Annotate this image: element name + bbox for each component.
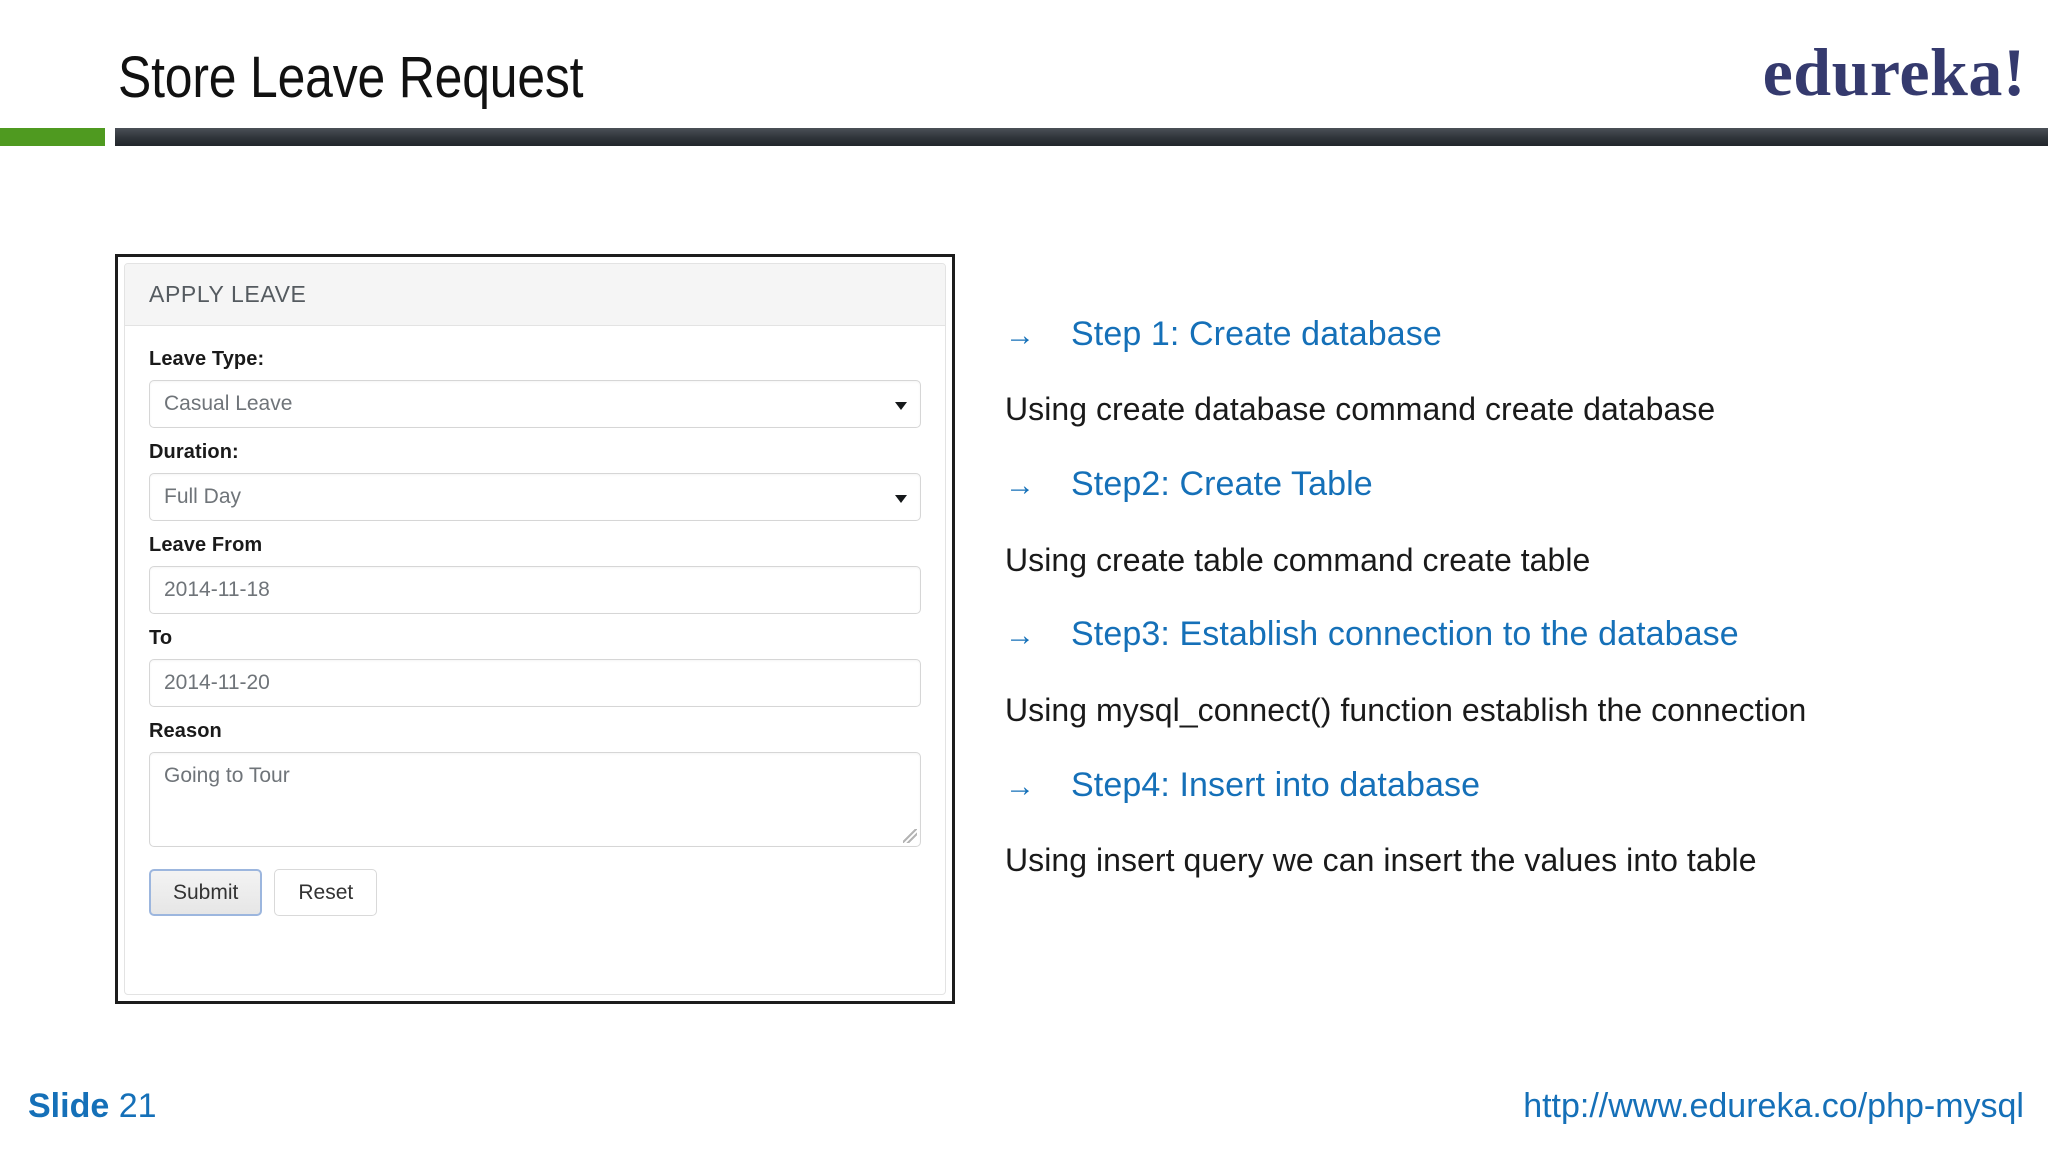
step-heading-text-4: Step4: Insert into database	[1071, 765, 1481, 804]
step-body-3: Using mysql_connect() function establish…	[1005, 691, 1807, 728]
step-heading-1: → Step 1: Create database	[1005, 315, 2005, 353]
leave-from-value: 2014-11-18	[164, 578, 270, 601]
slide-number-value: 21	[118, 1087, 157, 1125]
field-leave-type: Leave Type: Casual Leave	[149, 348, 921, 428]
step-body-2: Using create table command create table	[1005, 541, 1591, 578]
footer-url[interactable]: http://www.edureka.co/php-mysql	[1523, 1087, 2024, 1125]
apply-leave-title: APPLY LEAVE	[149, 281, 307, 307]
apply-leave-card: APPLY LEAVE Leave Type: Casual Leave Dur…	[124, 263, 946, 995]
edureka-logo: edureka!	[1762, 34, 2026, 110]
leave-to-input[interactable]: 2014-11-20	[149, 659, 921, 707]
field-label-leave-type: Leave Type:	[149, 348, 265, 370]
chevron-down-icon	[895, 402, 907, 410]
duration-select[interactable]: Full Day	[149, 473, 921, 521]
reason-textarea[interactable]: Going to Tour	[149, 752, 921, 847]
arrow-right-icon: →	[1005, 619, 1035, 653]
submit-button[interactable]: Submit	[149, 869, 263, 917]
field-reason: Reason Going to Tour	[149, 720, 921, 847]
steps-list: → Step 1: Create database Using create d…	[1005, 315, 2005, 879]
field-label-leave-from: Leave From	[149, 534, 263, 556]
field-duration: Duration: Full Day	[149, 441, 921, 521]
header-accent-bar-dark	[115, 128, 2048, 146]
leave-type-select[interactable]: Casual Leave	[149, 380, 921, 428]
apply-leave-screenshot: APPLY LEAVE Leave Type: Casual Leave Dur…	[115, 254, 955, 1004]
page-title: Store Leave Request	[118, 45, 584, 110]
leave-type-value: Casual Leave	[164, 392, 293, 415]
form-actions: Submit Reset	[149, 869, 921, 917]
field-to: To 2014-11-20	[149, 627, 921, 707]
apply-leave-card-header: APPLY LEAVE	[125, 264, 945, 326]
step-body-4: Using insert query we can insert the val…	[1005, 841, 1757, 878]
leave-from-input[interactable]: 2014-11-18	[149, 566, 921, 614]
reason-value: Going to Tour	[164, 764, 290, 787]
step-heading-4: → Step4: Insert into database	[1005, 765, 2005, 804]
field-label-reason: Reason	[149, 720, 222, 742]
reset-button[interactable]: Reset	[274, 869, 378, 917]
slide-number: Slide 21	[28, 1087, 157, 1126]
arrow-right-icon: →	[1005, 469, 1035, 503]
step-heading-3: → Step3: Establish connection to the dat…	[1005, 615, 2005, 654]
slide-number-label: Slide	[28, 1087, 110, 1125]
duration-value: Full Day	[164, 485, 242, 508]
arrow-right-icon: →	[1005, 319, 1035, 352]
step-heading-text-2: Step2: Create Table	[1071, 465, 1373, 504]
header-accent-bar-green	[0, 128, 105, 146]
field-label-to: To	[149, 627, 173, 649]
step-heading-text-3: Step3: Establish connection to the datab…	[1071, 615, 1739, 654]
leave-to-value: 2014-11-20	[164, 671, 270, 694]
resize-handle-icon[interactable]	[903, 829, 917, 843]
field-label-duration: Duration:	[149, 441, 239, 463]
apply-leave-form: Leave Type: Casual Leave Duration: Full …	[125, 326, 945, 917]
step-heading-2: → Step2: Create Table	[1005, 465, 2005, 504]
chevron-down-icon	[895, 495, 907, 503]
step-body-1: Using create database command create dat…	[1005, 391, 1716, 428]
step-heading-text-1: Step 1: Create database	[1071, 315, 1442, 353]
arrow-right-icon: →	[1005, 769, 1035, 803]
field-leave-from: Leave From 2014-11-18	[149, 534, 921, 614]
